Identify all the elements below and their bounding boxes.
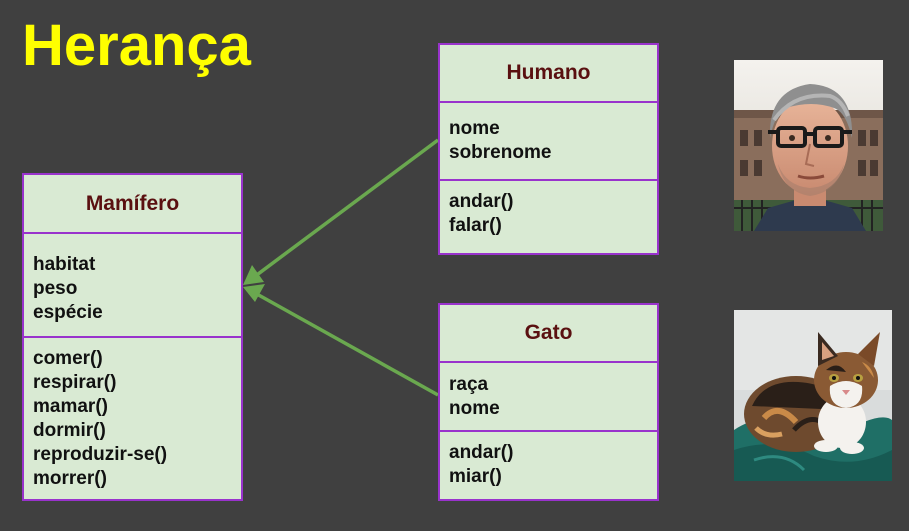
attributes-mamifero: habitat peso espécie bbox=[24, 232, 241, 336]
method: comer() bbox=[33, 348, 103, 369]
method: respirar() bbox=[33, 372, 117, 393]
method: falar() bbox=[449, 215, 502, 236]
method: morrer() bbox=[33, 468, 107, 489]
slide-title: Herança bbox=[22, 13, 251, 78]
attribute: nome bbox=[449, 398, 500, 419]
method: andar() bbox=[449, 442, 514, 463]
class-name-mamifero: Mamífero bbox=[85, 191, 180, 215]
methods-gato: andar() miar() bbox=[440, 430, 657, 499]
methods-mamifero: comer() respirar() mamar() dormir() repr… bbox=[24, 336, 241, 499]
class-name-gato: Gato bbox=[524, 321, 573, 344]
tabby-cat-photo bbox=[734, 310, 892, 481]
class-box-gato: Gato raça nome andar() miar() bbox=[438, 303, 659, 501]
attribute: sobrenome bbox=[449, 142, 552, 163]
attribute: peso bbox=[33, 278, 78, 299]
man-portrait-photo bbox=[734, 60, 883, 231]
method: andar() bbox=[449, 191, 514, 212]
method: miar() bbox=[449, 466, 502, 487]
method: dormir() bbox=[33, 420, 106, 441]
attribute: nome bbox=[449, 118, 500, 139]
method: reproduzir-se() bbox=[33, 444, 168, 465]
method: mamar() bbox=[33, 396, 108, 417]
attribute: habitat bbox=[33, 254, 96, 275]
arrowhead-gato bbox=[243, 284, 265, 302]
attributes-gato: raça nome bbox=[440, 361, 657, 430]
arrow-gato-to-mamifero bbox=[254, 291, 439, 397]
attributes-humano: nome sobrenome bbox=[440, 101, 657, 179]
class-name-humano: Humano bbox=[506, 61, 591, 84]
arrow-humano-to-mamifero bbox=[248, 138, 440, 282]
methods-humano: andar() falar() bbox=[440, 179, 657, 253]
attribute: espécie bbox=[33, 302, 103, 323]
arrowhead-humano bbox=[243, 265, 264, 285]
attribute: raça bbox=[449, 374, 489, 395]
class-box-mamifero: Mamífero habitat peso espécie comer() re… bbox=[22, 173, 243, 501]
class-box-humano: Humano nome sobrenome andar() falar() bbox=[438, 43, 659, 255]
